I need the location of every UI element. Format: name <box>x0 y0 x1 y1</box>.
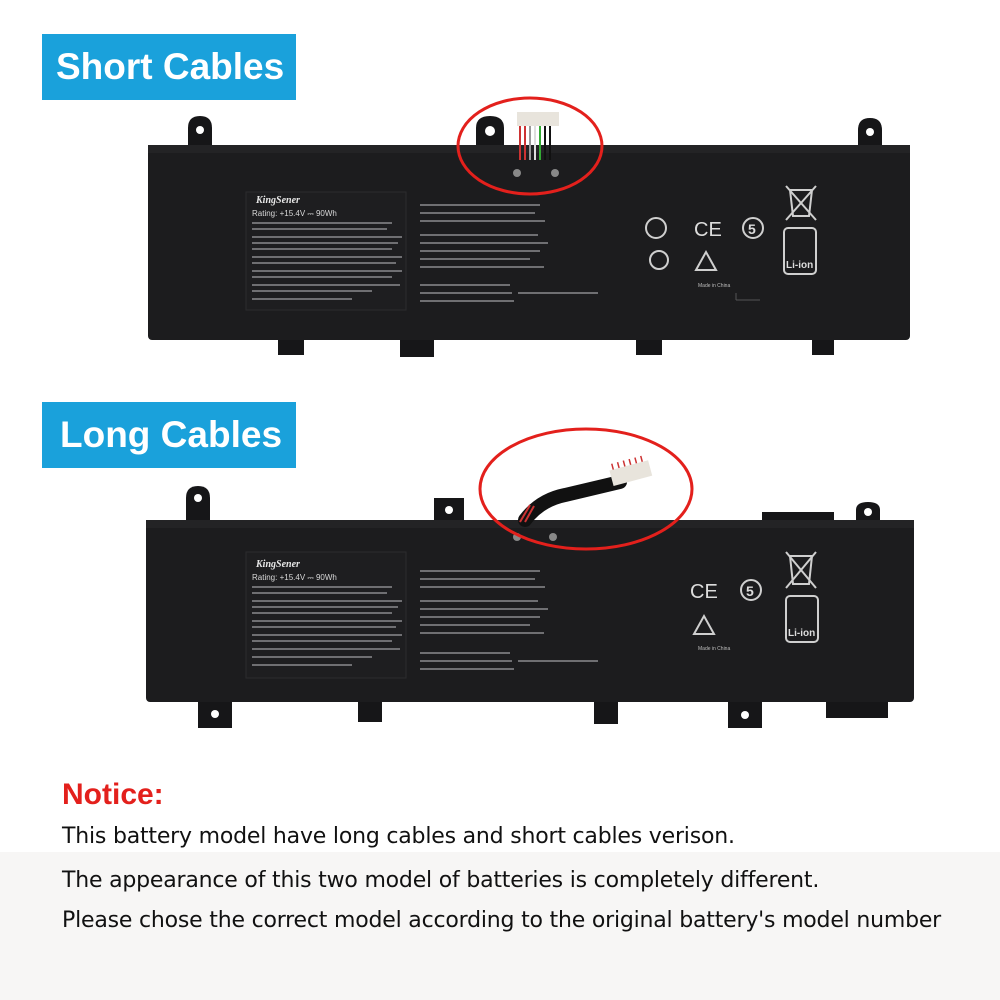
notice-title: Notice: <box>62 778 164 811</box>
li-ion-mark-long: Li-ion <box>788 628 815 639</box>
li-ion-mark: Li-ion <box>786 260 813 271</box>
ce-mark-long: CE <box>690 581 718 603</box>
notice-line-2: The appearance of this two model of batt… <box>62 868 820 893</box>
battery-brand-label: KingSener <box>255 195 300 206</box>
notice-background <box>0 852 1000 1000</box>
battery-brand-label-long: KingSener <box>255 559 300 570</box>
battery-rating-label-long: Rating: +15.4V ⎓ 90Wh <box>252 573 337 582</box>
battery-long-cables: KingSener Rating: +15.4V ⎓ 90Wh CE 5 Li-… <box>146 427 914 728</box>
notice-line-1: This battery model have long cables and … <box>62 824 735 849</box>
ce-mark: CE <box>694 219 722 241</box>
notice-line-3: Please chose the correct model according… <box>62 908 942 933</box>
long-cables-tag: Long Cables <box>42 402 296 468</box>
battery-short-cables: KingSener Rating: +15.4V ⎓ 90Wh CE 5 Li- <box>0 0 1000 400</box>
bin-icon-long <box>785 551 817 589</box>
short-cables-tag: Short Cables <box>42 34 296 100</box>
eco-five-mark: 5 <box>748 221 756 237</box>
eco-five-mark-long: 5 <box>746 583 754 599</box>
made-in-label-long: Made in China <box>698 646 730 652</box>
bin-icon <box>785 185 817 221</box>
made-in-label: Made in China <box>698 283 730 289</box>
battery-rating-label: Rating: +15.4V ⎓ 90Wh <box>252 209 337 218</box>
